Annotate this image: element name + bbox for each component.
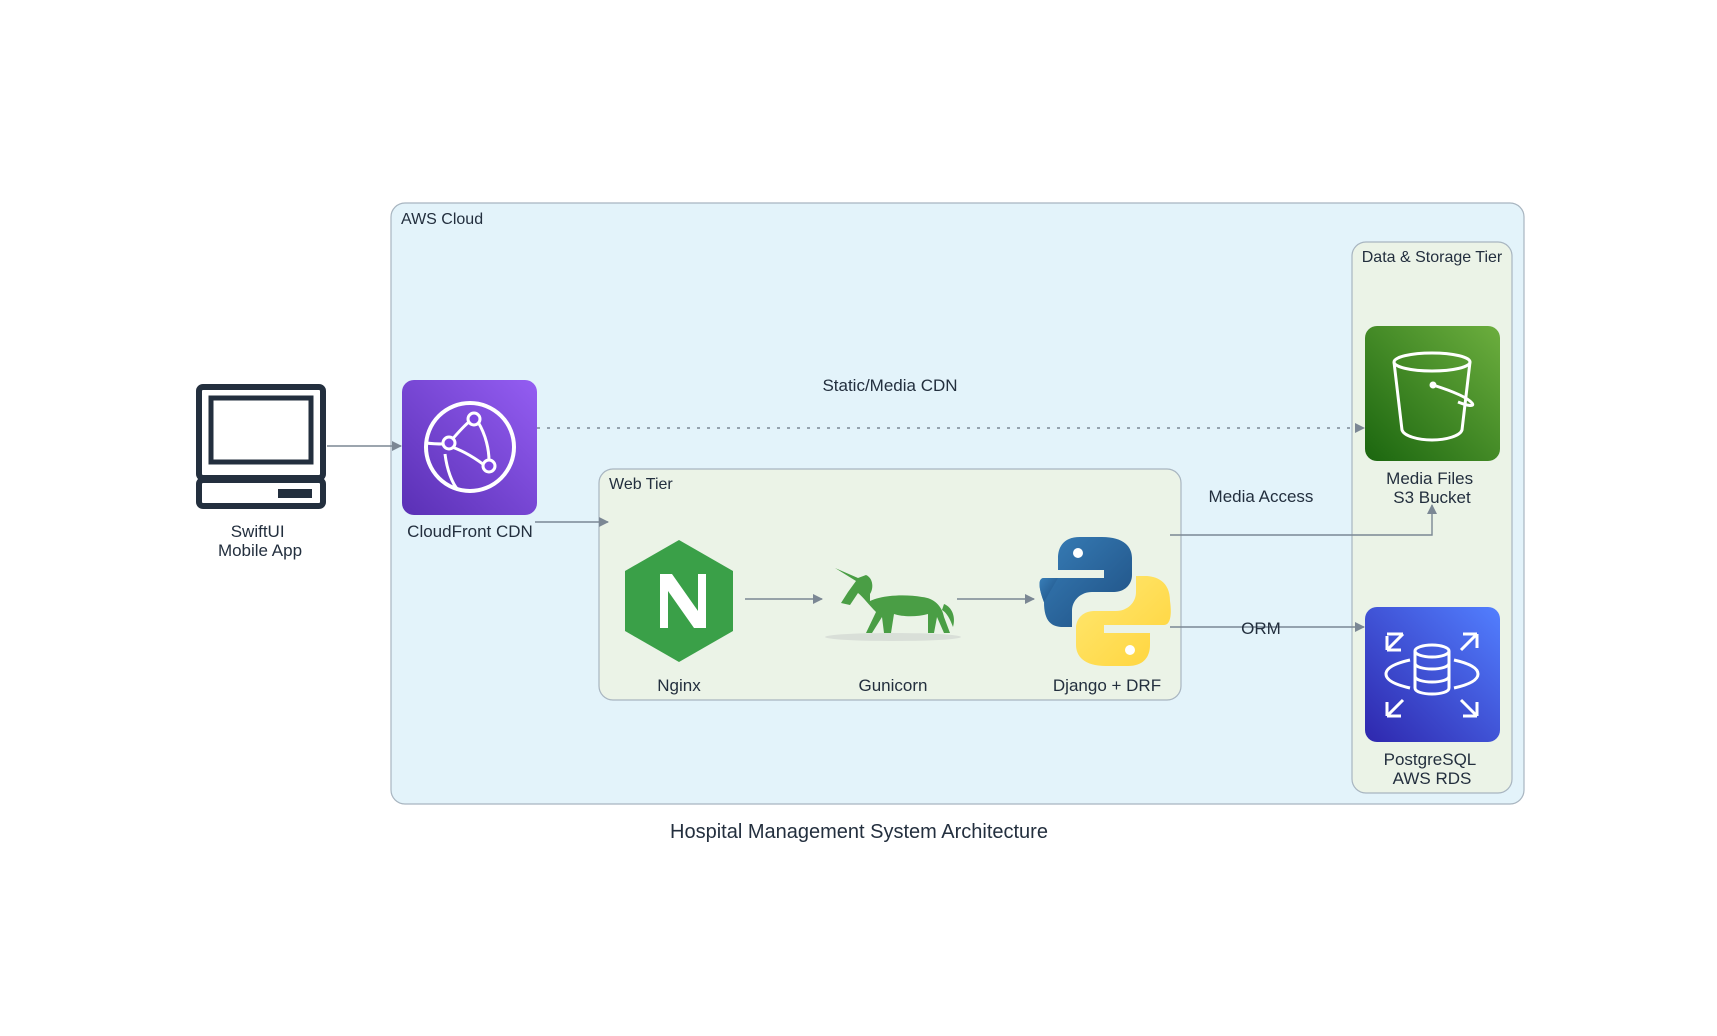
cloudfront-node: CloudFront CDN xyxy=(402,380,537,541)
edges xyxy=(327,423,1437,632)
rds-label: PostgreSQL AWS RDS xyxy=(1384,750,1481,788)
edge-label-media-access: Media Access xyxy=(1209,487,1314,506)
client-label: SwiftUI Mobile App xyxy=(218,522,302,560)
cloudfront-icon xyxy=(402,380,537,515)
edge-label-static-media-cdn: Static/Media CDN xyxy=(822,376,957,395)
rds-database-icon xyxy=(1365,607,1500,742)
gunicorn-label: Gunicorn xyxy=(859,676,928,695)
django-node: Django + DRF xyxy=(1039,537,1171,695)
data-storage-tier-label: Data & Storage Tier xyxy=(1362,249,1503,266)
s3-label: Media Files S3 Bucket xyxy=(1386,469,1478,507)
nginx-icon xyxy=(625,540,733,662)
s3-node: Media Files S3 Bucket xyxy=(1365,326,1500,507)
nginx-node: Nginx xyxy=(625,540,733,695)
gunicorn-unicorn-icon xyxy=(825,568,961,641)
gunicorn-node: Gunicorn xyxy=(825,568,961,695)
edge-label-orm: ORM xyxy=(1241,619,1281,638)
django-label: Django + DRF xyxy=(1053,676,1161,695)
web-tier-label: Web Tier xyxy=(609,476,673,493)
edge-django-to-s3 xyxy=(1170,504,1437,536)
client-node: SwiftUI Mobile App xyxy=(196,384,326,560)
cloudfront-label: CloudFront CDN xyxy=(407,522,533,541)
python-icon xyxy=(1039,537,1171,666)
nginx-label: Nginx xyxy=(657,676,701,695)
diagram-title: Hospital Management System Architecture xyxy=(670,821,1048,843)
web-tier-cluster: Web Tier xyxy=(598,468,1182,701)
rds-node: PostgreSQL AWS RDS xyxy=(1365,607,1500,788)
s3-bucket-icon xyxy=(1365,326,1500,461)
computer-terminal-icon xyxy=(196,384,326,509)
aws-cloud-label: AWS Cloud xyxy=(401,211,483,228)
